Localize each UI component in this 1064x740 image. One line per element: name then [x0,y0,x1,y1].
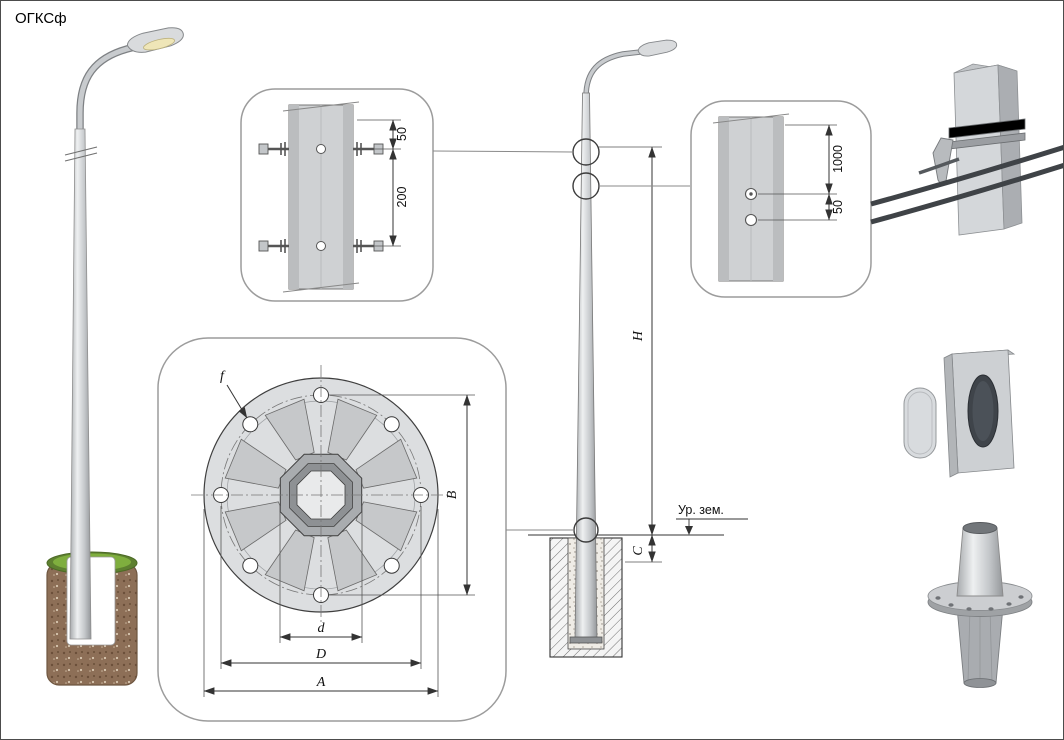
dim-200-label: 200 [395,187,409,208]
dim-50-top: 50 [357,119,409,150]
bolt-hole [316,144,326,154]
shoe-opening [962,522,998,534]
bracket-arm-elevation [583,48,650,98]
dim-50-hook-label: 50 [831,200,845,214]
foundation-3d [46,551,138,686]
flange-shoe-3d-render [927,522,1033,688]
dim-B: B [329,394,475,596]
dim-200: 200 [357,148,409,247]
luminaire [126,27,184,53]
luminaire-elevation [637,39,678,57]
dim-1000: 1000 [758,124,845,195]
dim-C-label: C [631,546,646,556]
dim-B-label: B [445,490,460,499]
pole-column [953,64,1005,236]
dim-D-label: D [315,647,326,662]
flange-plan-view [191,365,451,625]
hook-detail-callout: 1000 50 [690,100,872,298]
page-title: ОГКСф [15,10,67,27]
left-pole-3d-render [46,27,184,686]
band-clamp [948,118,1026,139]
dim-A-label: A [316,675,326,690]
pole-shaft [69,128,92,640]
base-flange-plate [569,636,603,644]
dim-A: A [203,509,439,697]
dim-f-label: f [220,369,226,384]
dim-50-hook: 50 [758,193,845,221]
break-mark [282,101,360,112]
access-door-3d-render [903,349,1016,478]
leader-clamp-detail [432,150,574,153]
door-cover [903,387,937,459]
ground-level-mark: Ур. зем. [676,503,748,535]
ground-level-label: Ур. зем. [678,503,724,517]
dim-50-label: 50 [395,127,409,141]
dim-1000-label: 1000 [831,145,845,173]
cable-clamp-3d-render [870,63,1063,236]
dim-d: d [279,506,363,643]
shoe-tube [956,527,1004,597]
dim-H: H [598,146,662,536]
break-mark [64,146,98,156]
pole-elevation: H C Ур. зем. [528,39,748,658]
dim-H-label: H [631,330,646,342]
dim-d-label: d [318,621,326,636]
dim-f: f [220,369,248,419]
flange-plan-callout: f B d D A [157,337,507,722]
dim-C: C [625,534,662,563]
hook-hole-lower [744,213,758,227]
cable [870,163,1063,225]
clamp-detail-callout: 50 200 [240,88,434,302]
ground-arrow [685,526,693,535]
dim-D: D [220,506,422,669]
lamp-lens [143,37,176,51]
cable [870,145,1063,207]
break-mark [712,113,790,124]
bolt-hole [316,241,326,251]
